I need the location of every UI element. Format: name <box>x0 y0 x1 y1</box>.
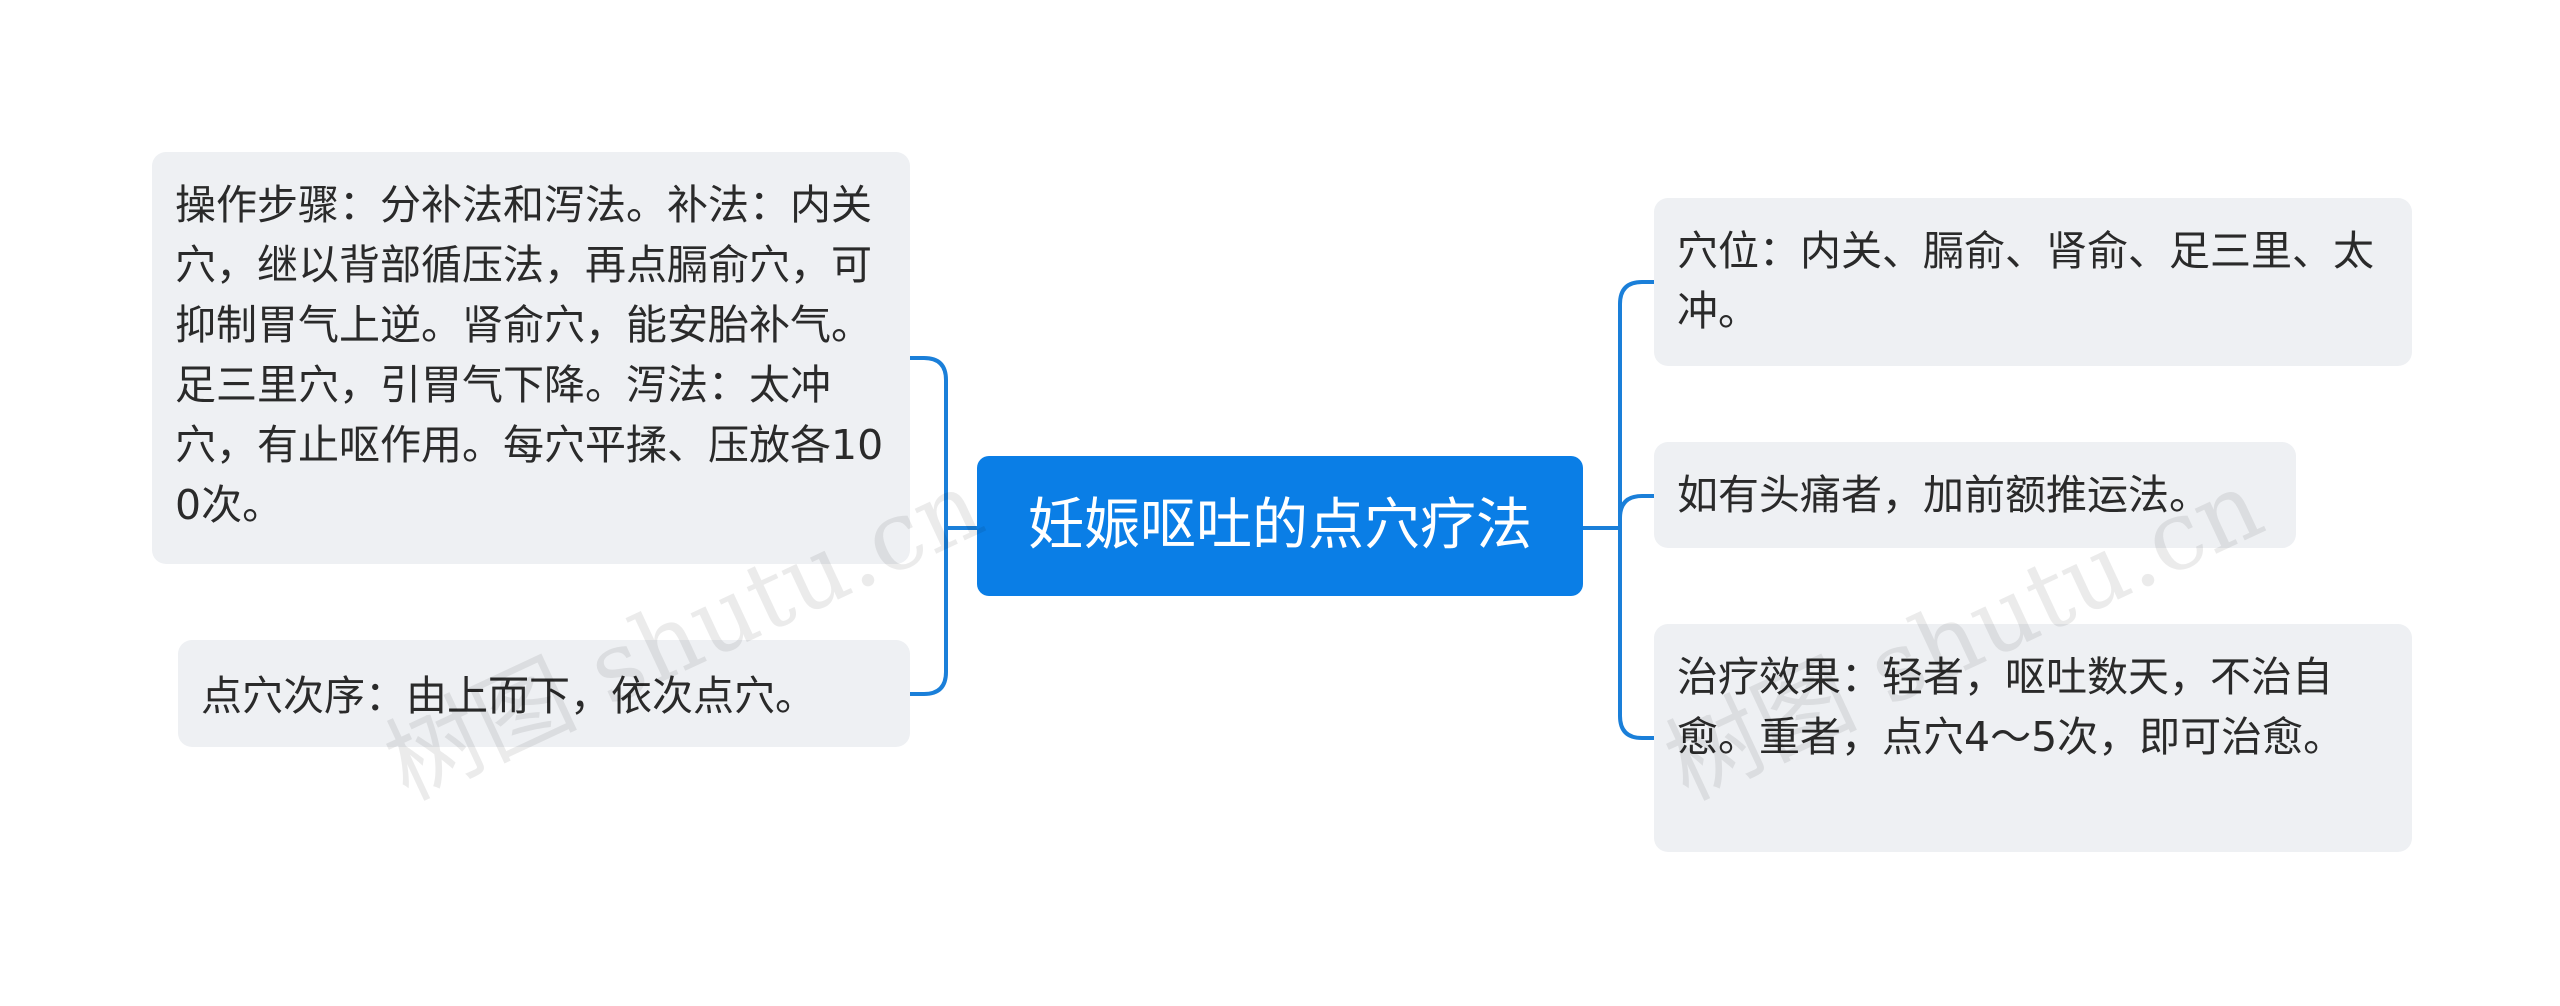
root-topic-title: 妊娠呕吐的点穴疗法 <box>1028 493 1532 558</box>
connector-right-branch-1 <box>1618 280 1656 530</box>
right-branch-acupoints-text: 穴位：内关、膈俞、肾俞、足三里、太冲。 <box>1677 227 2374 335</box>
left-branch-operation-steps: 操作步骤：分补法和泻法。补法：内关穴，继以背部循压法，再点膈俞穴，可抑制胃气上逆… <box>152 152 910 564</box>
connector-left-branch-2 <box>906 526 948 696</box>
right-branch-acupoints: 穴位：内关、膈俞、肾俞、足三里、太冲。 <box>1654 198 2412 366</box>
left-branch-point-order: 点穴次序：由上而下，依次点穴。 <box>178 640 910 747</box>
left-branch-operation-steps-text: 操作步骤：分补法和泻法。补法：内关穴，继以背部循压法，再点膈俞穴，可抑制胃气上逆… <box>175 181 884 529</box>
right-branch-treatment-effect-text: 治疗效果：轻者，呕吐数天，不治自愈。重者，点穴4～5次，即可治愈。 <box>1677 653 2345 761</box>
right-branch-treatment-effect: 治疗效果：轻者，呕吐数天，不治自愈。重者，点穴4～5次，即可治愈。 <box>1654 624 2412 852</box>
left-branch-point-order-text: 点穴次序：由上而下，依次点穴。 <box>201 672 816 720</box>
connector-right-branch-2 <box>1618 494 1656 530</box>
right-branch-headache-text: 如有头痛者，加前额推运法。 <box>1677 471 2210 519</box>
right-branch-headache: 如有头痛者，加前额推运法。 <box>1654 442 2296 548</box>
root-topic[interactable]: 妊娠呕吐的点穴疗法 <box>977 456 1583 596</box>
connector-right-branch-3 <box>1618 526 1656 740</box>
connector-left-branch-1 <box>906 356 948 530</box>
